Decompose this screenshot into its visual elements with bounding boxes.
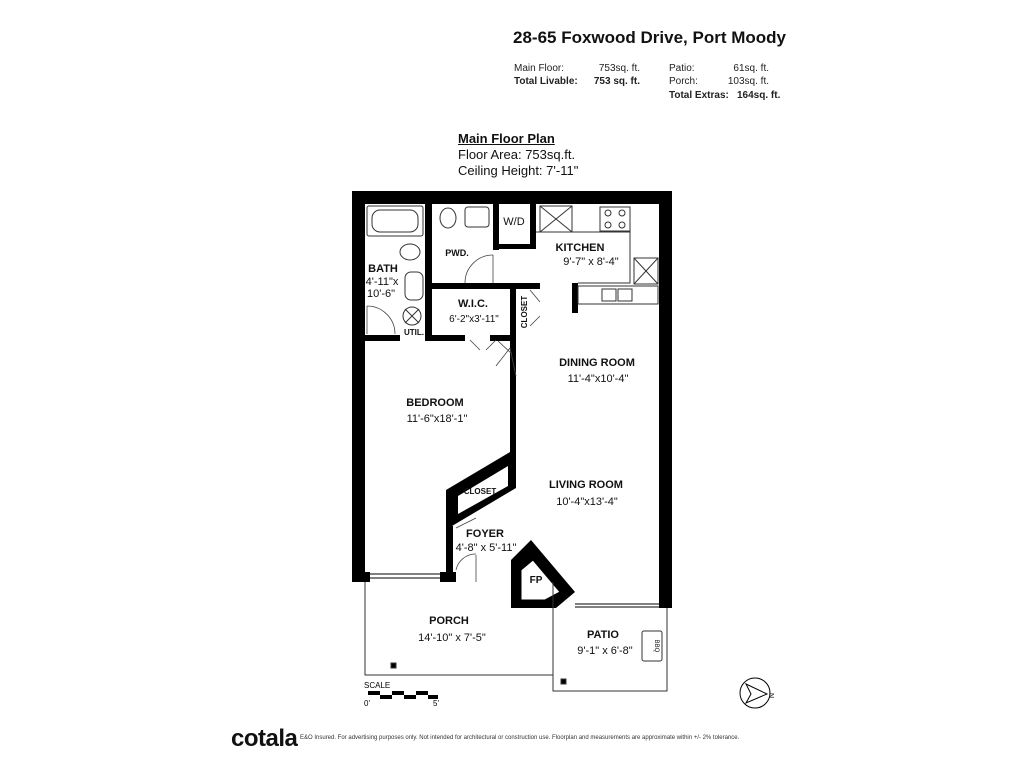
scale-label: SCALE: [364, 681, 390, 690]
kitchen-island-wall: [572, 283, 578, 313]
wic-bottom-wall-right: [490, 335, 515, 341]
total-extras-value: 164sq. ft.: [737, 90, 781, 101]
total-extras-label: Total Extras:: [669, 90, 729, 101]
wic-bottom-wall-left: [425, 335, 465, 341]
bedroom-living-wall: [510, 341, 516, 476]
patio-value: 61sq. ft.: [733, 63, 769, 74]
foyer-dim: 4'-8" x 5'-11": [456, 542, 517, 554]
dining-name: DINING ROOM: [559, 357, 635, 369]
kitchen-dim: 9'-7" x 8'-4": [563, 256, 619, 268]
patio-label: Patio:: [669, 63, 695, 74]
scale-bar: SCALE 0' 5': [364, 681, 439, 708]
wic-closet-divider: [510, 283, 516, 341]
door-swings: [366, 254, 541, 582]
wd-right-wall: [530, 204, 536, 244]
bedroom-name: BEDROOM: [406, 397, 463, 409]
pwd-sink: [464, 206, 490, 228]
dishwasher: [633, 257, 659, 285]
compass-icon: N: [739, 677, 774, 709]
pwd-right-wall: [493, 204, 499, 250]
porch-value: 103sq. ft.: [727, 76, 769, 87]
toilet: [404, 271, 424, 301]
scale-start: 0': [364, 699, 370, 708]
wd-bottom-wall: [493, 244, 536, 249]
room-labels: BATH 4'-11"x 10'-6" PWD. W/D KITCHEN 9'-…: [366, 216, 659, 657]
exterior-walls: [352, 191, 672, 608]
wic-dim: 6'-2"x3'-11": [449, 314, 499, 325]
bath-bottom-wall: [365, 335, 400, 341]
bathtub-inner: [371, 209, 419, 233]
porch-name: PORCH: [429, 615, 469, 627]
cotala-logo: cotala: [231, 725, 298, 752]
closet-interior: [458, 466, 508, 514]
fireplace-label: FP: [530, 575, 543, 586]
ceiling-height: Ceiling Height: 7'-11": [458, 163, 579, 178]
bath-dim2: 10'-6": [367, 288, 395, 300]
fixtures: [366, 205, 659, 326]
plan-title: Main Floor Plan: [458, 131, 555, 146]
fireplace: [511, 540, 575, 608]
property-address: 28-65 Foxwood Drive, Port Moody: [513, 28, 786, 47]
util-label: UTIL.: [404, 328, 424, 337]
left-wall: [352, 191, 365, 582]
water-heater: [402, 306, 422, 326]
extras-summary: Patio: 61sq. ft. Porch: 103sq. ft. Total…: [669, 62, 780, 102]
wic-name: W.I.C.: [458, 298, 488, 310]
dining-dim: 11'-4"x10'-4": [568, 373, 629, 385]
bedroom-window: [370, 573, 440, 579]
scale-end: 5': [433, 699, 439, 708]
wic-top-wall: [425, 283, 540, 289]
bathtub: [366, 205, 424, 237]
outdoor-outlines: [364, 582, 668, 692]
bbq-label: BBQ: [653, 640, 659, 653]
stove: [599, 206, 631, 232]
bath-right-wall: [425, 204, 432, 341]
foyer-name: FOYER: [466, 528, 504, 540]
pwd-label: PWD.: [445, 248, 469, 258]
patio-door: [575, 603, 659, 608]
bath-sink: [399, 243, 421, 261]
bbq-box: [641, 630, 663, 662]
plan-heading: Main Floor Plan Floor Area: 753sq.ft. Ce…: [458, 131, 578, 179]
right-wall: [659, 191, 672, 608]
closet-label: CLOSET: [464, 487, 497, 496]
island-counter: [577, 285, 659, 305]
bedroom-dim: 11'-6"x18'-1": [407, 413, 468, 425]
bottom-wall-foyer: [440, 572, 456, 582]
livable-summary: Main Floor: 753sq. ft. Total Livable: 75…: [514, 62, 640, 88]
total-livable-label: Total Livable:: [514, 76, 578, 87]
patio-dim: 9'-1" x 6'-8": [577, 645, 633, 657]
kitchen-name: KITCHEN: [556, 242, 605, 254]
bottom-left-wall-stub: [352, 572, 370, 582]
pwd-toilet: [439, 207, 457, 229]
wd-label: W/D: [503, 216, 524, 228]
porch-dim: 14'-10" x 7'-5": [418, 632, 486, 644]
kitchen-counter: [536, 231, 631, 284]
main-floor-value: 753sq. ft.: [598, 63, 640, 74]
main-floor-label: Main Floor:: [514, 63, 565, 74]
compass-north: N: [767, 693, 774, 698]
total-livable-value: 753 sq. ft.: [593, 76, 640, 87]
foyer-left-wall: [446, 526, 453, 576]
patio-name: PATIO: [587, 629, 619, 641]
living-dim: 10'-4"x13'-4": [556, 496, 618, 508]
wic-closet-label: CLOSET: [520, 296, 529, 329]
porch-label: Porch:: [669, 76, 698, 87]
floor-area: Floor Area: 753sq.ft.: [458, 147, 576, 162]
living-name: LIVING ROOM: [549, 479, 623, 491]
top-wall: [352, 191, 672, 204]
disclaimer: E&O Insured. For advertising purposes on…: [300, 735, 740, 741]
bath-name: BATH: [368, 263, 398, 275]
bath-dim1: 4'-11"x: [366, 276, 399, 288]
